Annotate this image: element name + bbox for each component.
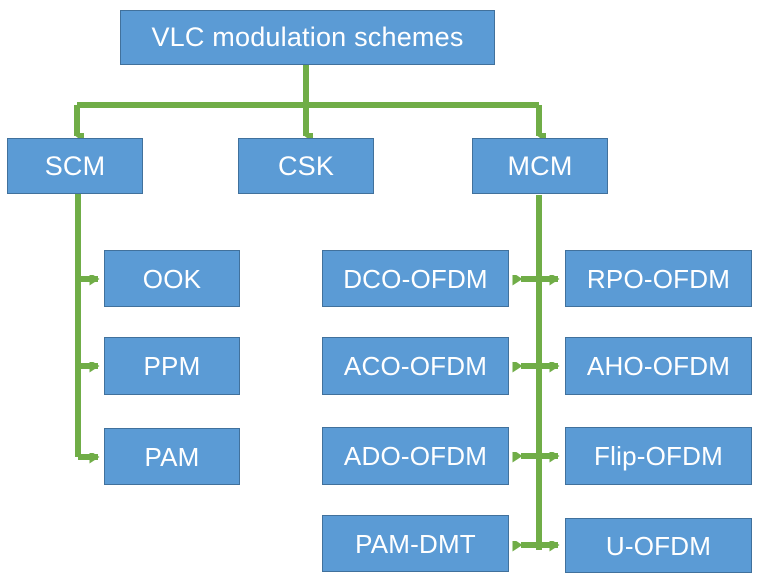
node-ook[interactable]: OOK	[104, 250, 240, 307]
node-root[interactable]: VLC modulation schemes	[120, 10, 495, 65]
node-rpo-ofdm[interactable]: RPO-OFDM	[565, 250, 752, 307]
node-aco-ofdm[interactable]: ACO-OFDM	[322, 337, 509, 395]
node-mcm[interactable]: MCM	[472, 138, 608, 194]
node-scm[interactable]: SCM	[7, 138, 143, 194]
node-ppm[interactable]: PPM	[104, 337, 240, 395]
node-aho-ofdm[interactable]: AHO-OFDM	[565, 337, 752, 395]
node-csk[interactable]: CSK	[238, 138, 374, 194]
node-pam[interactable]: PAM	[104, 428, 240, 485]
node-flip-ofdm[interactable]: Flip-OFDM	[565, 427, 752, 485]
node-pam-dmt[interactable]: PAM-DMT	[322, 515, 509, 572]
node-dco-ofdm[interactable]: DCO-OFDM	[322, 250, 509, 307]
node-ado-ofdm[interactable]: ADO-OFDM	[322, 427, 509, 485]
node-u-ofdm[interactable]: U-OFDM	[565, 518, 752, 573]
